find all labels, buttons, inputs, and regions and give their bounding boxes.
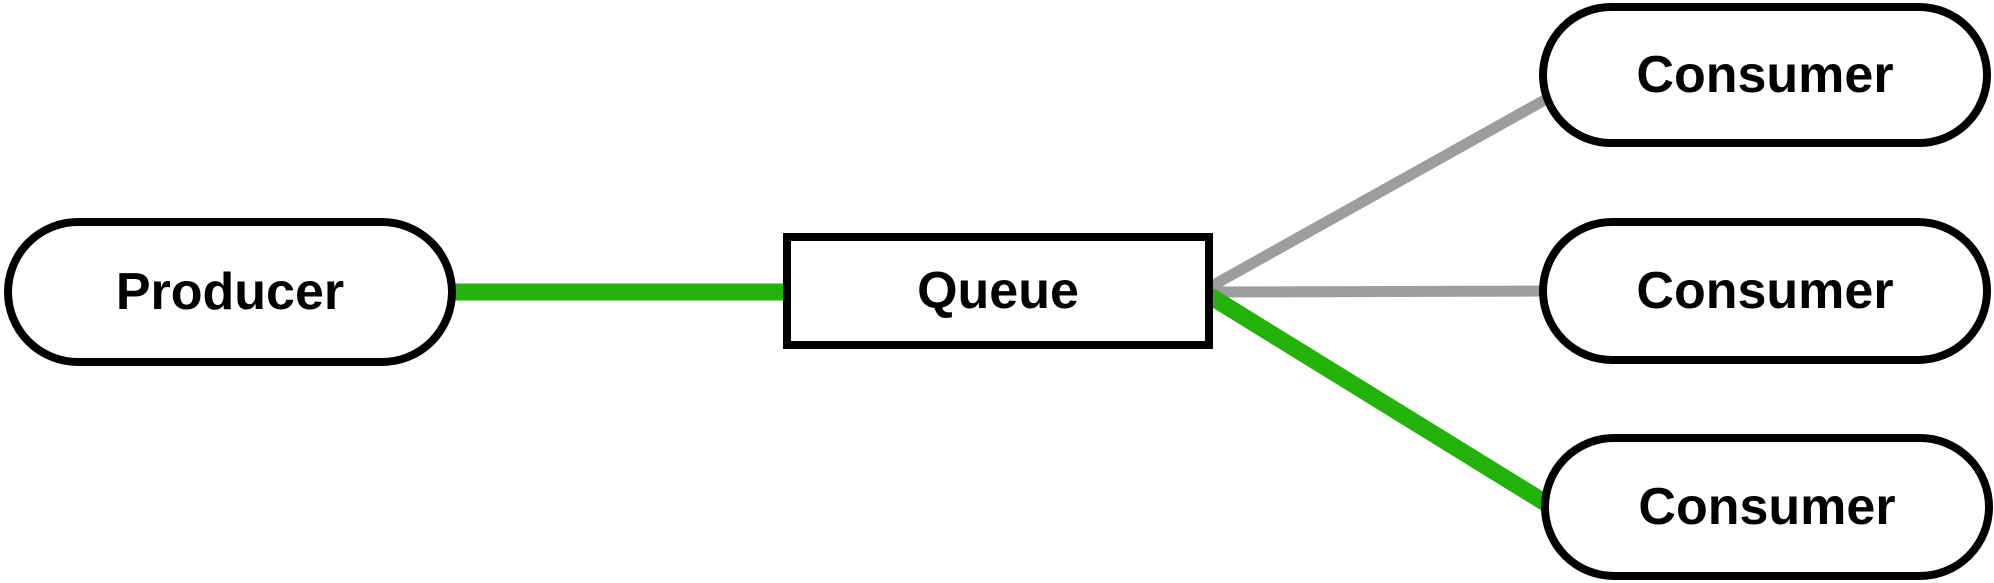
node-consumer-2-label: Consumer xyxy=(1636,262,1894,320)
node-consumer-2: Consumer xyxy=(1539,218,1991,364)
node-consumer-1: Consumer xyxy=(1539,3,1991,147)
node-producer-label: Producer xyxy=(115,263,345,321)
edge-queue-to-consumer-3 xyxy=(1205,288,1557,515)
node-consumer-3: Consumer xyxy=(1541,434,1993,580)
node-consumer-3-label: Consumer xyxy=(1638,478,1896,536)
edge-queue-to-consumer-2 xyxy=(1209,285,1549,298)
node-queue: Queue xyxy=(783,233,1213,349)
node-queue-label: Queue xyxy=(917,262,1079,320)
edge-queue-to-consumer-1 xyxy=(1207,92,1553,292)
node-producer: Producer xyxy=(4,218,456,366)
node-consumer-1-label: Consumer xyxy=(1636,46,1894,104)
